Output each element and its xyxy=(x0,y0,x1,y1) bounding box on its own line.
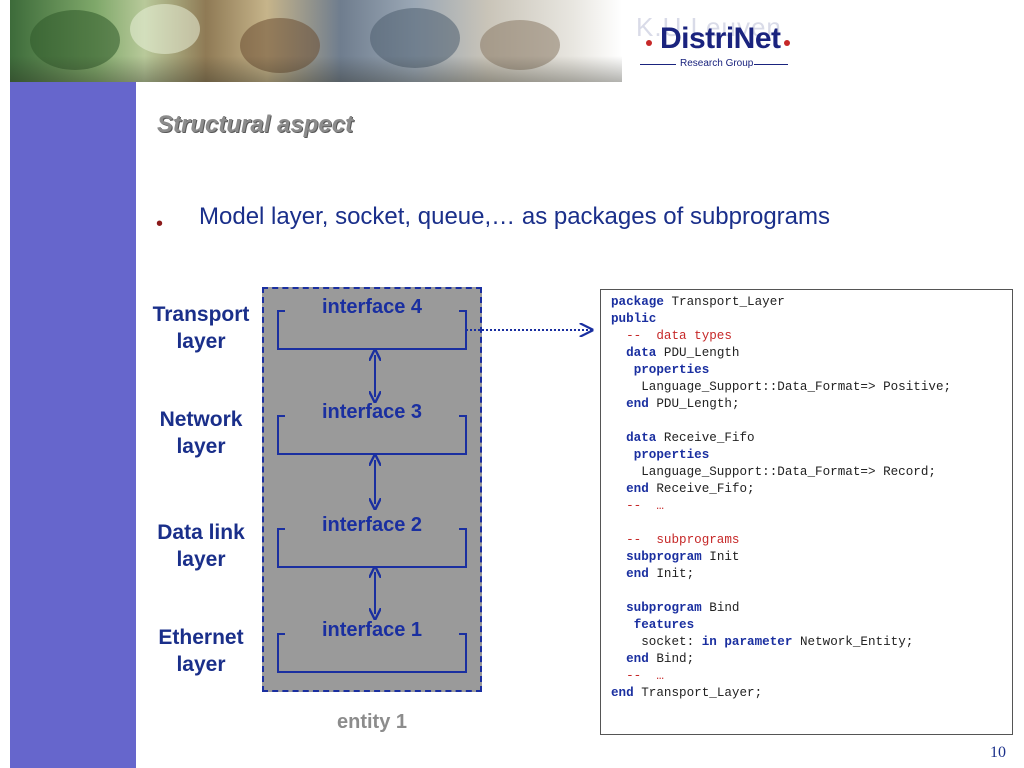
code-line: end Bind; xyxy=(626,652,695,666)
code-line: end Receive_Fifo; xyxy=(626,482,755,496)
layer-label-transport: Transport layer xyxy=(152,303,250,353)
code-line: -- … xyxy=(611,669,664,683)
interface-3-label: interface 3 xyxy=(321,401,423,423)
logo-line-right xyxy=(754,64,788,65)
entity-label: entity 1 xyxy=(336,711,408,733)
interface-1-box: interface 1 xyxy=(277,619,467,675)
page-number: 10 xyxy=(990,744,1006,761)
logo-line-left xyxy=(640,64,676,65)
code-line: -- … xyxy=(611,499,664,513)
code-line: data Receive_Fifo xyxy=(626,431,755,445)
code-line: Language_Support::Data_Format=> Positive… xyxy=(611,380,952,394)
logo-sub-text: Research Group xyxy=(680,58,754,69)
code-line: properties xyxy=(633,363,710,377)
code-line: end Transport_Layer; xyxy=(611,686,763,700)
code-line: end PDU_Length; xyxy=(626,397,740,411)
code-line: data PDU_Length xyxy=(626,346,740,360)
code-line: package Transport_Layer xyxy=(611,295,785,309)
layer-label-network: Network layer xyxy=(159,408,243,458)
interface-4-label: interface 4 xyxy=(321,296,423,318)
code-line: subprogram Init xyxy=(626,550,740,564)
logo-dot-right xyxy=(784,40,790,46)
distrinet-logo: K.U.Leuven DistriNet Research Group xyxy=(636,6,796,80)
code-panel: package Transport_Layer public -- data t… xyxy=(600,289,1013,735)
interface-2-label: interface 2 xyxy=(321,514,423,536)
code-line: -- subprograms xyxy=(611,533,740,547)
bullet-marker: • xyxy=(156,213,164,235)
slide-title: Structural aspect xyxy=(157,111,354,138)
header-photo-banner xyxy=(10,0,622,82)
code-line: -- data types xyxy=(611,329,732,343)
layer-label-ethernet: Ethernet layer xyxy=(158,626,244,676)
code-line: Language_Support::Data_Format=> Record; xyxy=(611,465,936,479)
logo-background-text: K.U.Leuven xyxy=(636,12,782,42)
bullet-text: Model layer, socket, queue,… as packages… xyxy=(199,203,831,230)
code-line: end Init; xyxy=(626,567,695,581)
code-line: socket: in parameter Network_Entity; xyxy=(611,635,914,649)
interface-1-label: interface 1 xyxy=(321,619,423,641)
left-sidebar-bar xyxy=(10,0,136,768)
code-listing: package Transport_Layer public -- data t… xyxy=(611,294,951,702)
code-line: subprogram Bind xyxy=(626,601,740,615)
code-line: features xyxy=(633,618,695,632)
code-line: public xyxy=(611,312,657,326)
logo-dot-left xyxy=(646,40,652,46)
logo-main-text: DistriNet xyxy=(660,22,781,55)
layer-label-data-link: Data link layer xyxy=(157,521,245,571)
code-line: properties xyxy=(633,448,710,462)
